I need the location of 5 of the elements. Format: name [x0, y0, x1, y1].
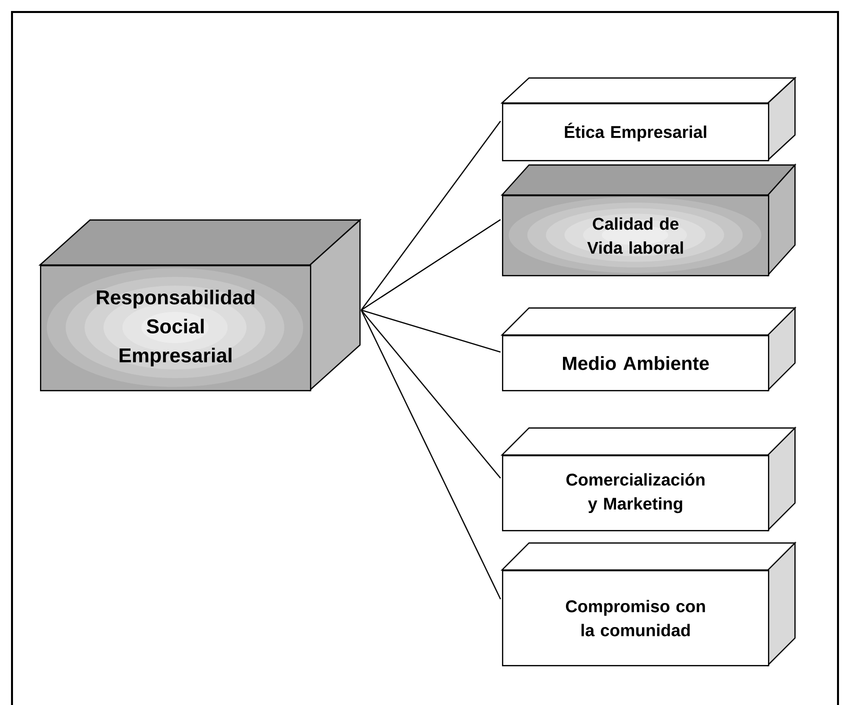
connector-line — [360, 310, 501, 478]
connector-line — [360, 310, 502, 600]
connector-line — [360, 219, 501, 311]
connector-line — [360, 120, 501, 310]
connector-line — [361, 310, 501, 353]
